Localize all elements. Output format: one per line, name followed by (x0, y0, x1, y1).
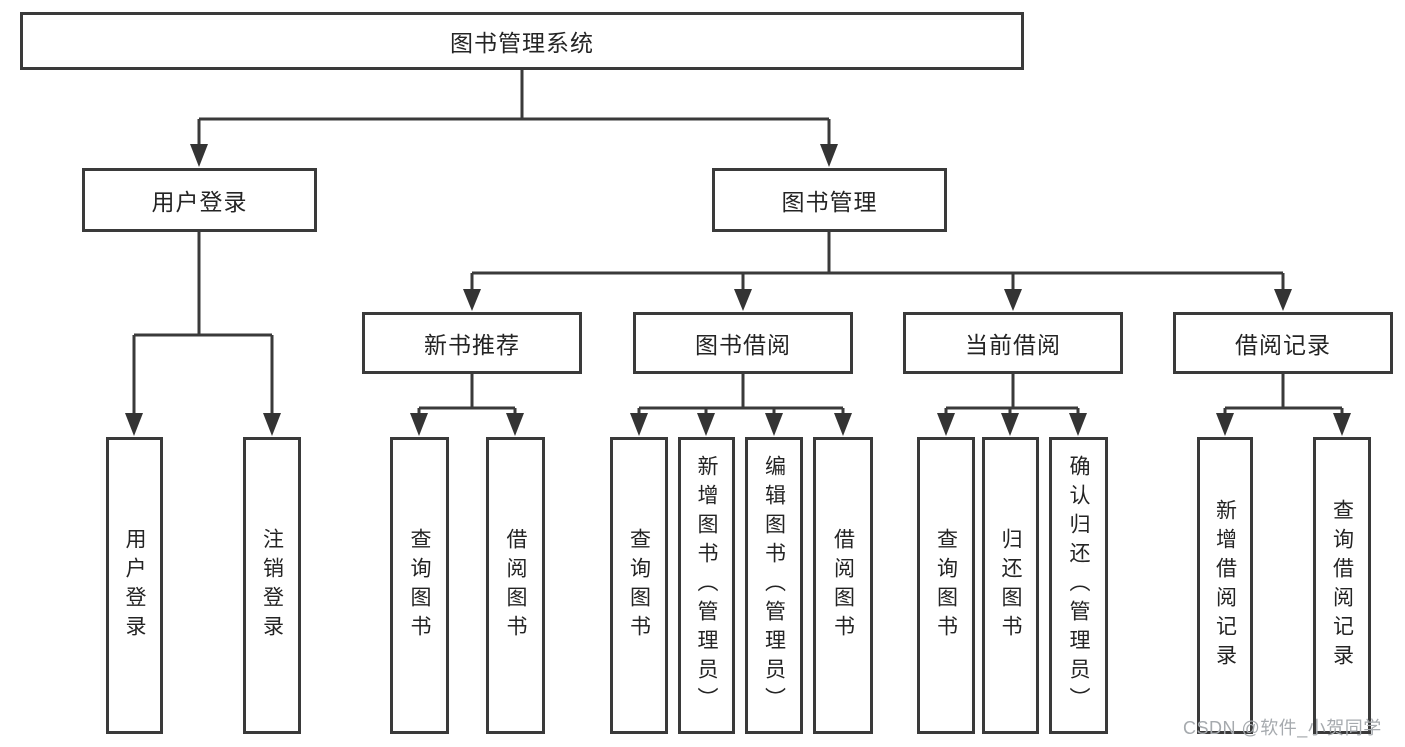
leaf-return-book: 归还图书 (982, 437, 1039, 734)
node-library-management-system: 图书管理系统 (20, 12, 1024, 70)
leaf-query-books-current: 查询图书 (917, 437, 975, 734)
leaf-confirm-return-admin: 确认归还（管理员） (1049, 437, 1108, 734)
leaf-query-borrow-record: 查询借阅记录 (1313, 437, 1371, 734)
node-user-login: 用户登录 (82, 168, 317, 232)
node-new-book-recommend: 新书推荐 (362, 312, 582, 374)
leaf-borrow-books: 借阅图书 (813, 437, 873, 734)
node-book-management: 图书管理 (712, 168, 947, 232)
leaf-user-login: 用户登录 (106, 437, 163, 734)
leaf-add-book-admin: 新增图书（管理员） (678, 437, 735, 734)
node-book-borrow: 图书借阅 (633, 312, 853, 374)
leaf-add-borrow-record: 新增借阅记录 (1197, 437, 1253, 734)
csdn-watermark: CSDN @软件_小贺同学 (1183, 718, 1382, 738)
leaf-query-books-borrow: 查询图书 (610, 437, 668, 734)
arrowheads (125, 144, 1351, 436)
node-borrow-records: 借阅记录 (1173, 312, 1393, 374)
leaf-borrow-books-recommend: 借阅图书 (486, 437, 545, 734)
leaf-query-books-recommend: 查询图书 (390, 437, 449, 734)
leaf-edit-book-admin: 编辑图书（管理员） (745, 437, 803, 734)
node-current-borrow: 当前借阅 (903, 312, 1123, 374)
leaf-logout: 注销登录 (243, 437, 301, 734)
